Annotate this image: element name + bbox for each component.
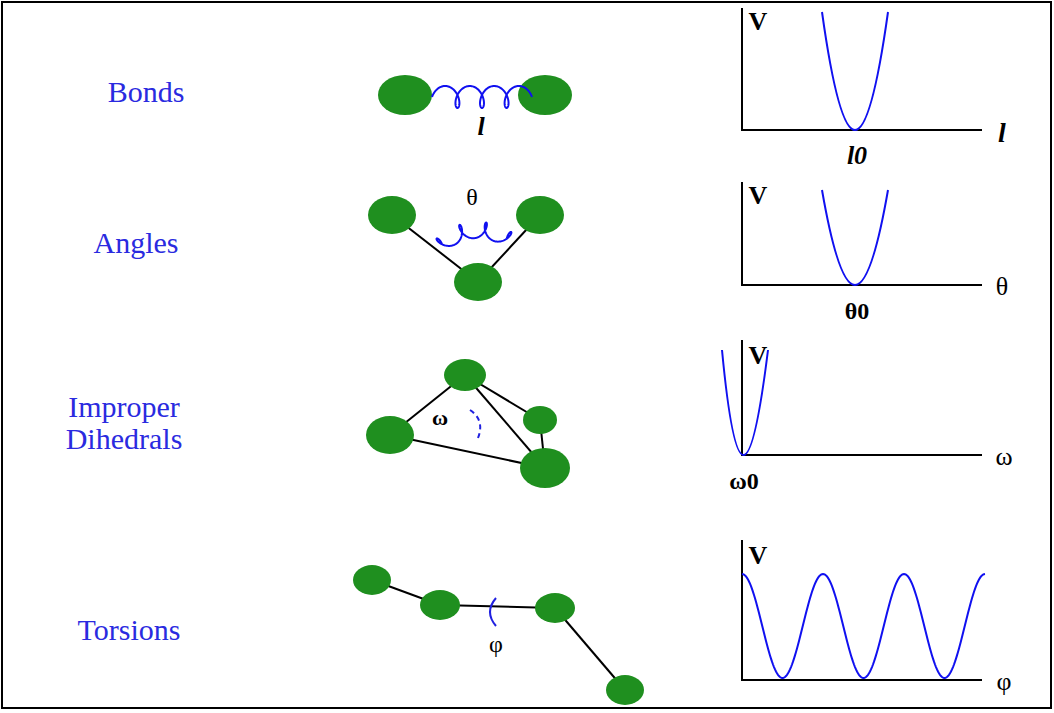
axis-label: V bbox=[749, 542, 768, 569]
term-name: Torsions bbox=[78, 614, 181, 646]
symbol-label: l bbox=[477, 113, 484, 140]
term-name: Improper Dihedrals bbox=[39, 391, 209, 454]
torsion-curve bbox=[742, 574, 985, 678]
atoms bbox=[353, 196, 644, 705]
axis-label: ω bbox=[995, 443, 1012, 470]
angle-spring bbox=[437, 223, 512, 246]
axis-label: θ bbox=[996, 273, 1008, 300]
bond-lines bbox=[372, 215, 625, 690]
bond-spring bbox=[432, 86, 532, 108]
axis-label: V bbox=[749, 8, 768, 35]
term-name: Bonds bbox=[108, 76, 185, 108]
symbol-label: ω bbox=[432, 406, 448, 429]
minimum-label: ω0 bbox=[729, 469, 759, 494]
symbol-label: θ bbox=[466, 185, 478, 210]
angle-arc bbox=[470, 410, 480, 438]
minimum-label: l0 bbox=[847, 142, 867, 169]
axis-label: l bbox=[998, 118, 1006, 147]
term-name: Angles bbox=[94, 227, 179, 259]
symbol-label: φ bbox=[489, 632, 503, 657]
potential-curves bbox=[722, 12, 888, 455]
atoms bbox=[378, 75, 572, 115]
axis-label: V bbox=[749, 342, 768, 369]
graph-axes bbox=[742, 8, 982, 680]
springs bbox=[432, 86, 985, 678]
angle-arc bbox=[490, 598, 496, 626]
axis-label: φ bbox=[996, 668, 1011, 695]
axis-label: V bbox=[749, 182, 768, 209]
minimum-label: θ0 bbox=[845, 299, 870, 324]
